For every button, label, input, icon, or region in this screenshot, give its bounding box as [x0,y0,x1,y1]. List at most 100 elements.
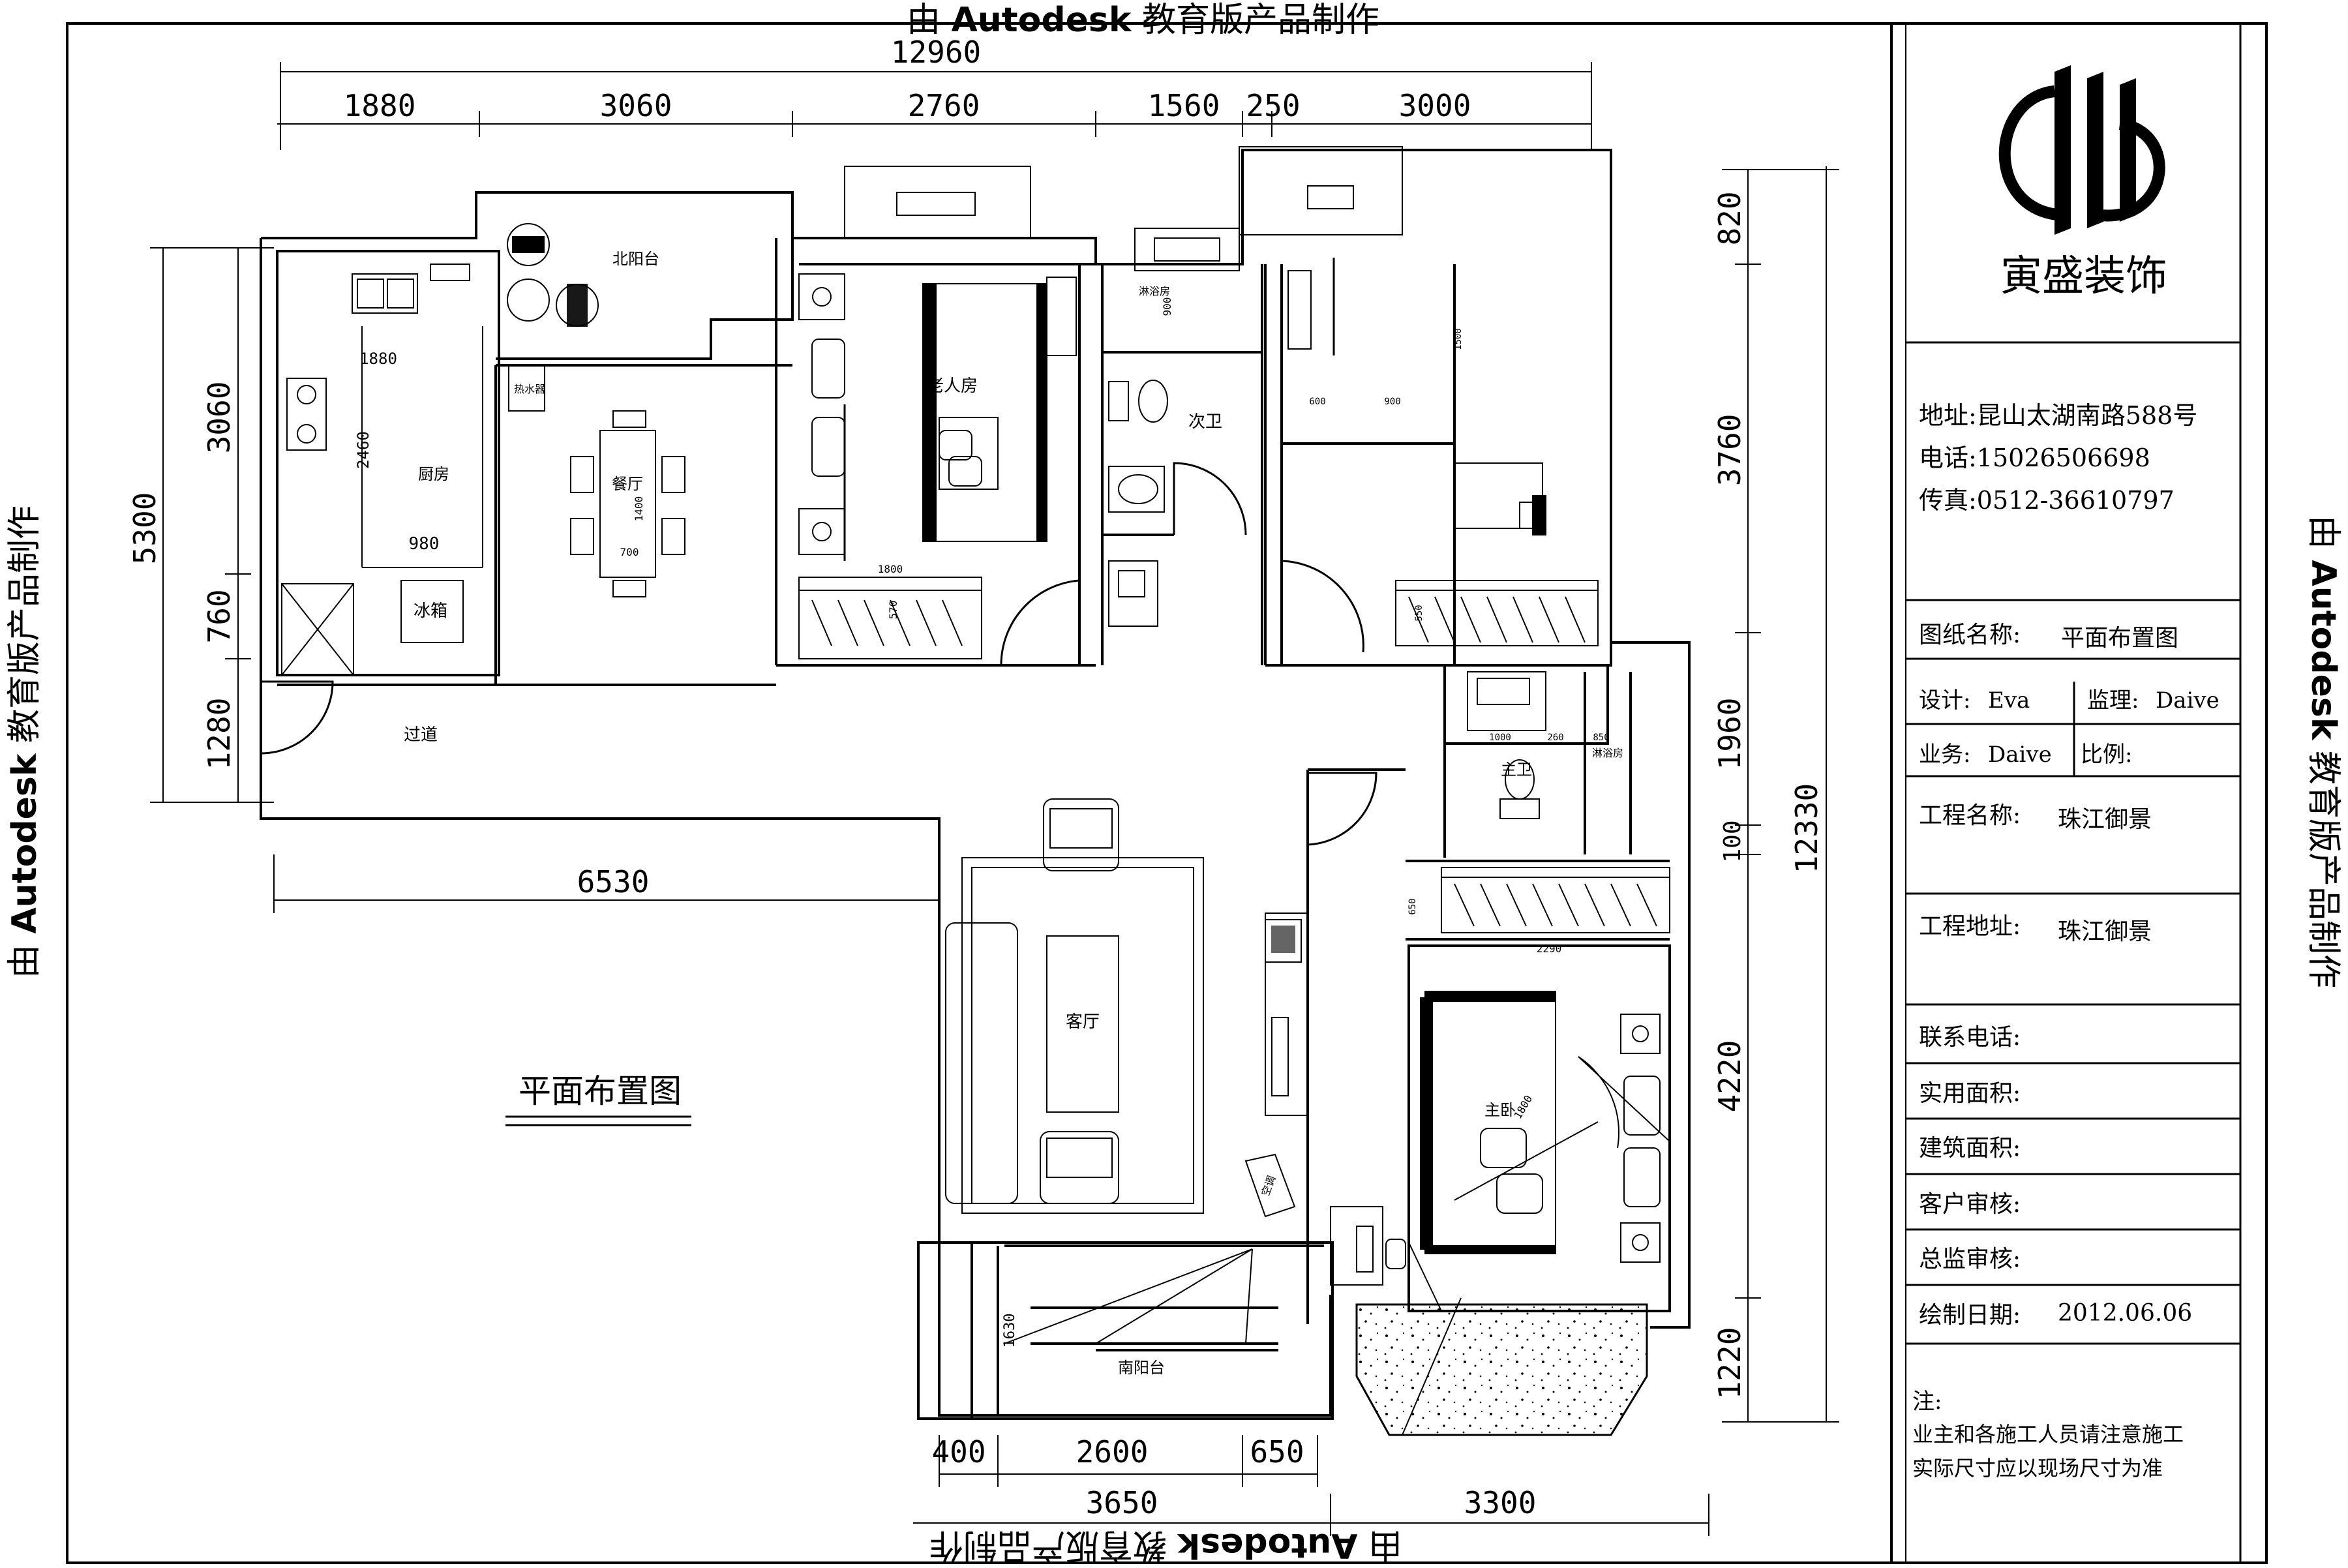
dim-right-4: 100 [1719,820,1746,862]
svg-text:由 Autodesk 教育版产品制作: 由 Autodesk 教育版产品制作 [929,1526,1402,1565]
dim-study-1: 600 [1309,397,1325,407]
note-line1: 业主和各施工人员请注意施工 [1912,1422,2184,1447]
dim-bottom-2: 2600 [1076,1434,1149,1470]
label-elder-room: 老人房 [927,376,978,396]
label-south-balcony: 南阳台 [1118,1359,1165,1377]
usable-area-label: 实用面积: [1919,1080,2021,1107]
dim-right-3: 1960 [1712,698,1747,770]
note-label: 注: [1912,1389,1942,1415]
plan-title: 平面布置图 [519,1072,682,1110]
dim-kitchen-counter: 980 [409,534,440,554]
project-address-label: 工程地址: [1919,913,2021,940]
label-water-heater: 热水器 [514,383,545,395]
label-ac: 空调 [1259,1174,1278,1198]
dim-master-wardrobe-d: 650 [1407,898,1418,914]
dim-mb-3: 850 [1593,732,1609,743]
label-master-bed: 主卧 [1484,1101,1516,1119]
label-shower: 淋浴房 [1139,285,1170,297]
bay-window [1355,1297,1648,1436]
dim-top-2: 3060 [600,88,672,123]
dimensions-left [150,247,274,803]
director-review-label: 总监审核: [1919,1246,2021,1273]
dim-top-4: 1560 [1148,88,1220,123]
drawing-name-value: 平面布置图 [2061,625,2178,652]
dimensions-top [277,62,1592,150]
dim-dining-table-l: 1400 [633,496,645,522]
dim-top-5: 250 [1246,88,1300,123]
dim-elder-wardrobe-d: 570 [887,601,899,620]
label-north-balcony: 北阳台 [612,250,659,268]
dim-left-3: 1280 [202,698,237,770]
dim-total-right: 12330 [1789,783,1824,873]
dim-total-left: 5300 [127,492,162,565]
svg-text:由 Autodesk 教育版产品制作: 由 Autodesk 教育版产品制作 [2304,515,2343,988]
south-balcony-lines [1004,1248,1253,1344]
business-value: Daive [1988,742,2052,768]
dim-south-balcony: 1630 [1002,1314,1018,1348]
design-value: Eva [1988,687,2030,714]
study-room-furniture [1239,146,1599,646]
doors [260,258,1377,846]
dim-right-5: 4220 [1712,1040,1747,1113]
label-corridor: 过道 [404,725,438,745]
watermark-right: 由 Autodesk 教育版产品制作 [2304,515,2343,988]
business-label: 业务: [1919,742,1970,768]
dim-study-3: 1500 [1453,328,1464,350]
company-address: 地址:昆山太湖南路588号 [1919,401,2197,430]
dim-total-top: 12960 [891,35,981,70]
label-master-shower: 淋浴房 [1592,747,1623,759]
dim-bottom-4: 3650 [1086,1485,1158,1520]
dim-dining-table-w: 700 [620,546,639,558]
note-line2: 实际尺寸应以现场尺寸为准 [1912,1456,2163,1481]
client-review-label: 客户审核: [1919,1191,2021,1218]
dim-study-2: 900 [1384,397,1400,407]
dim-kitchen-h: 2460 [354,431,372,469]
dim-master-wardrobe: 2290 [1537,942,1562,955]
dim-top-1: 1880 [344,88,416,123]
sheet-frame [66,22,2268,1564]
scale-label: 比例: [2081,742,2132,768]
master-bath-fixtures [1467,671,1546,819]
company-phone: 电话:15026506698 [1919,444,2150,472]
dim-elder-wardrobe: 1800 [878,563,903,575]
dim-bottom-5: 3300 [1464,1485,1537,1520]
label-living: 客厅 [1066,1012,1100,1032]
dim-left-2: 760 [202,589,237,643]
project-address-value: 珠江御景 [2058,918,2152,945]
dim-kitchen-w: 1880 [359,350,397,368]
kitchen-fixtures [281,264,483,676]
living-room-furniture [945,798,1308,1218]
master-wardrobe [1441,867,1670,933]
label-kitchen: 厨房 [418,465,449,483]
label-dining: 餐厅 [612,475,643,493]
date-label: 绘制日期: [1919,1302,2021,1329]
supervisor-value: Daive [2156,687,2220,714]
svg-text:由 Autodesk 教育版产品制作: 由 Autodesk 教育版产品制作 [5,505,44,978]
dim-top-3: 2760 [908,88,980,123]
company-name: 寅盛装饰 [2000,252,2167,301]
design-label: 设计: [1919,687,1970,714]
label-master-bath: 主卫 [1501,761,1532,779]
drawing-name-label: 图纸名称: [1919,622,2021,648]
watermark-bottom: 由 Autodesk 教育版产品制作 [929,1526,1402,1565]
svg-text:由 Autodesk 教育版产品制作: 由 Autodesk 教育版产品制作 [907,1,1379,40]
dim-mb-2: 260 [1547,732,1563,743]
date-value: 2012.06.06 [2058,1300,2192,1327]
dim-right-1: 820 [1712,191,1747,245]
dimensions-right [1722,166,1839,1423]
dim-right-6: 1220 [1712,1327,1747,1400]
dim-bottom-3: 650 [1250,1434,1304,1470]
company-logo [1998,65,2165,235]
watermark-top: 由 Autodesk 教育版产品制作 [907,1,1379,40]
dim-living-width: 6530 [577,864,650,899]
balcony-furniture [507,223,599,412]
dim-right-2: 3760 [1712,414,1747,487]
elder-room-furniture [798,166,1077,659]
company-fax: 传真:0512-36610797 [1919,486,2175,515]
supervisor-label: 监理: [2087,687,2139,714]
bathroom2-fixtures [1108,228,1240,627]
master-bed-furniture [1330,991,1670,1312]
dim-left-1: 3060 [202,382,237,454]
building-area-label: 建筑面积: [1919,1135,2021,1162]
